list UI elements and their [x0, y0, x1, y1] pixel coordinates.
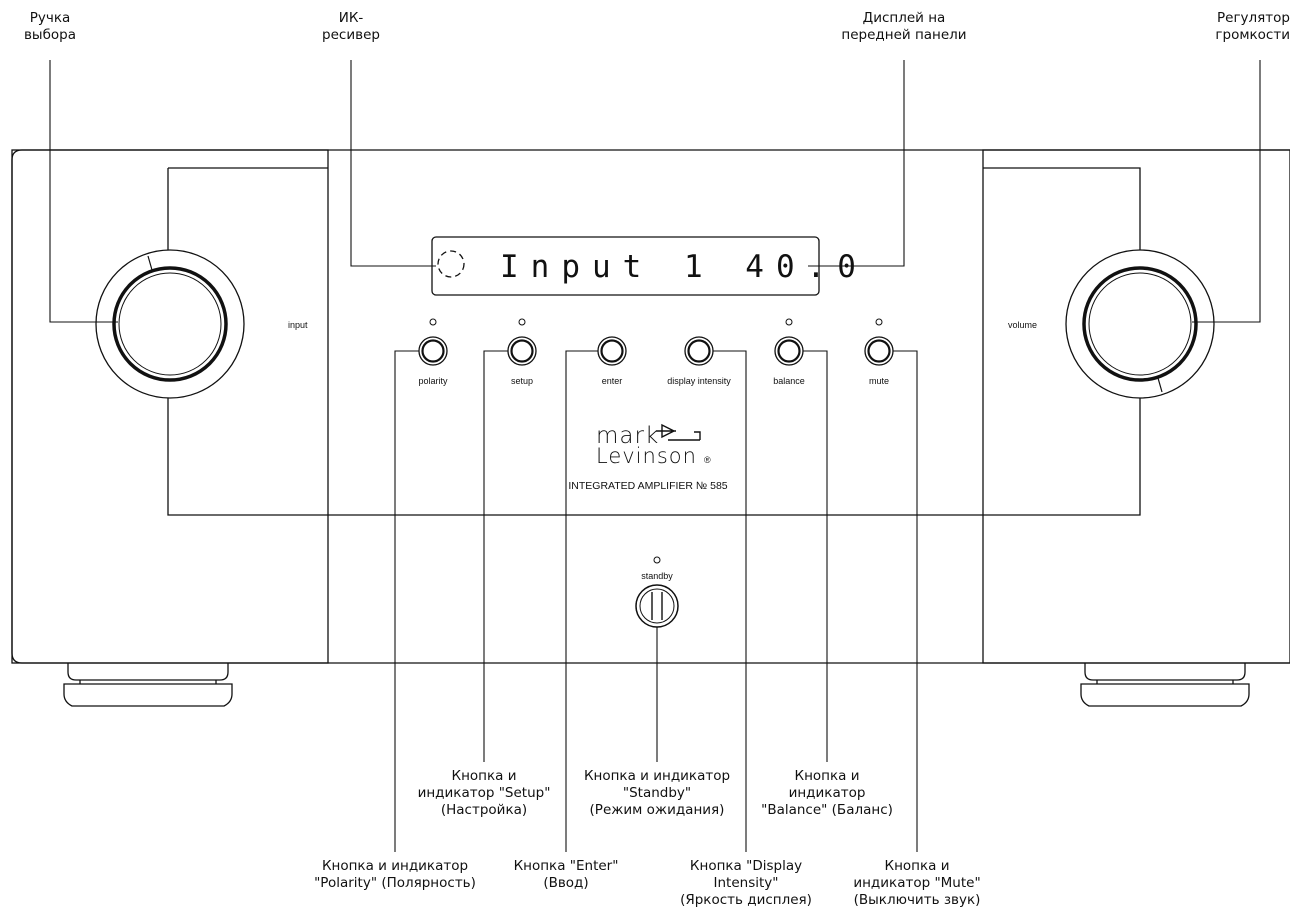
mute-button[interactable]	[864, 318, 894, 366]
right-inner-recess	[983, 167, 1141, 516]
leader-lines	[49, 60, 1261, 852]
input-knob[interactable]	[95, 249, 245, 399]
leader-volume	[1192, 60, 1261, 323]
leader-ir-receiver	[350, 60, 436, 267]
leader-display-intensity	[713, 350, 747, 852]
callout-balance: Кнопка и индикатор "Balance" (Баланс)	[761, 768, 893, 818]
standby-button-label: standby	[641, 571, 673, 581]
leader-balance	[803, 350, 828, 762]
left-inner-recess	[167, 167, 328, 516]
setup-button[interactable]	[507, 318, 537, 366]
leader-setup	[483, 350, 508, 762]
setup-button-label: setup	[511, 376, 533, 386]
left-knob-panel	[11, 149, 329, 664]
svg-text:®: ®	[704, 455, 711, 465]
mute-button-label: mute	[869, 376, 889, 386]
callout-front-display: Дисплей на передней панели	[841, 10, 967, 43]
leader-polarity	[394, 350, 419, 852]
svg-text:Levinson: Levinson	[596, 444, 697, 468]
callout-setup: Кнопка и индикатор "Setup" (Настройка)	[417, 768, 551, 818]
callout-volume-control: Регулятор громкости	[1215, 10, 1290, 43]
volume-knob[interactable]	[1065, 249, 1215, 399]
balance-button-label: balance	[773, 376, 805, 386]
display-intensity-button-label: display intensity	[667, 376, 731, 386]
polarity-button-label: polarity	[418, 376, 448, 386]
polarity-button[interactable]	[418, 318, 448, 366]
front-display-text: Input 1 40.0	[500, 249, 868, 285]
volume-knob-label: volume	[1008, 320, 1037, 330]
callout-ir-receiver: ИК- ресивер	[322, 10, 380, 43]
svg-text:mark: mark	[596, 423, 659, 449]
ir-receiver-window	[437, 250, 465, 278]
callout-enter: Кнопка "Enter" (Ввод)	[513, 858, 619, 891]
enter-button-label: enter	[602, 376, 623, 386]
callout-display-intensity: Кнопка "Display Intensity" (Яркость дисп…	[680, 858, 812, 908]
balance-button[interactable]	[774, 318, 804, 366]
right-foot	[1080, 663, 1250, 707]
leader-front-display	[808, 60, 905, 267]
callout-polarity: Кнопка и индикатор "Polarity" (Полярност…	[314, 858, 476, 891]
callout-mute: Кнопка и индикатор "Mute" (Выключить зву…	[853, 858, 981, 908]
display-intensity-button[interactable]	[684, 336, 714, 366]
callout-selector-knob: Ручка выбора	[23, 10, 77, 43]
left-foot	[63, 663, 233, 707]
mark-levinson-logo: mark Levinson ®	[596, 423, 711, 468]
input-knob-label: input	[288, 320, 308, 330]
right-knob-panel	[982, 149, 1290, 664]
standby-button[interactable]	[635, 556, 679, 628]
leader-mute	[893, 350, 918, 852]
model-text: INTEGRATED AMPLIFIER № 585	[568, 480, 727, 492]
leader-enter	[565, 350, 598, 852]
enter-button[interactable]	[597, 336, 627, 366]
callout-standby: Кнопка и индикатор "Standby" (Режим ожид…	[583, 768, 731, 818]
leader-selector-knob	[49, 60, 118, 323]
